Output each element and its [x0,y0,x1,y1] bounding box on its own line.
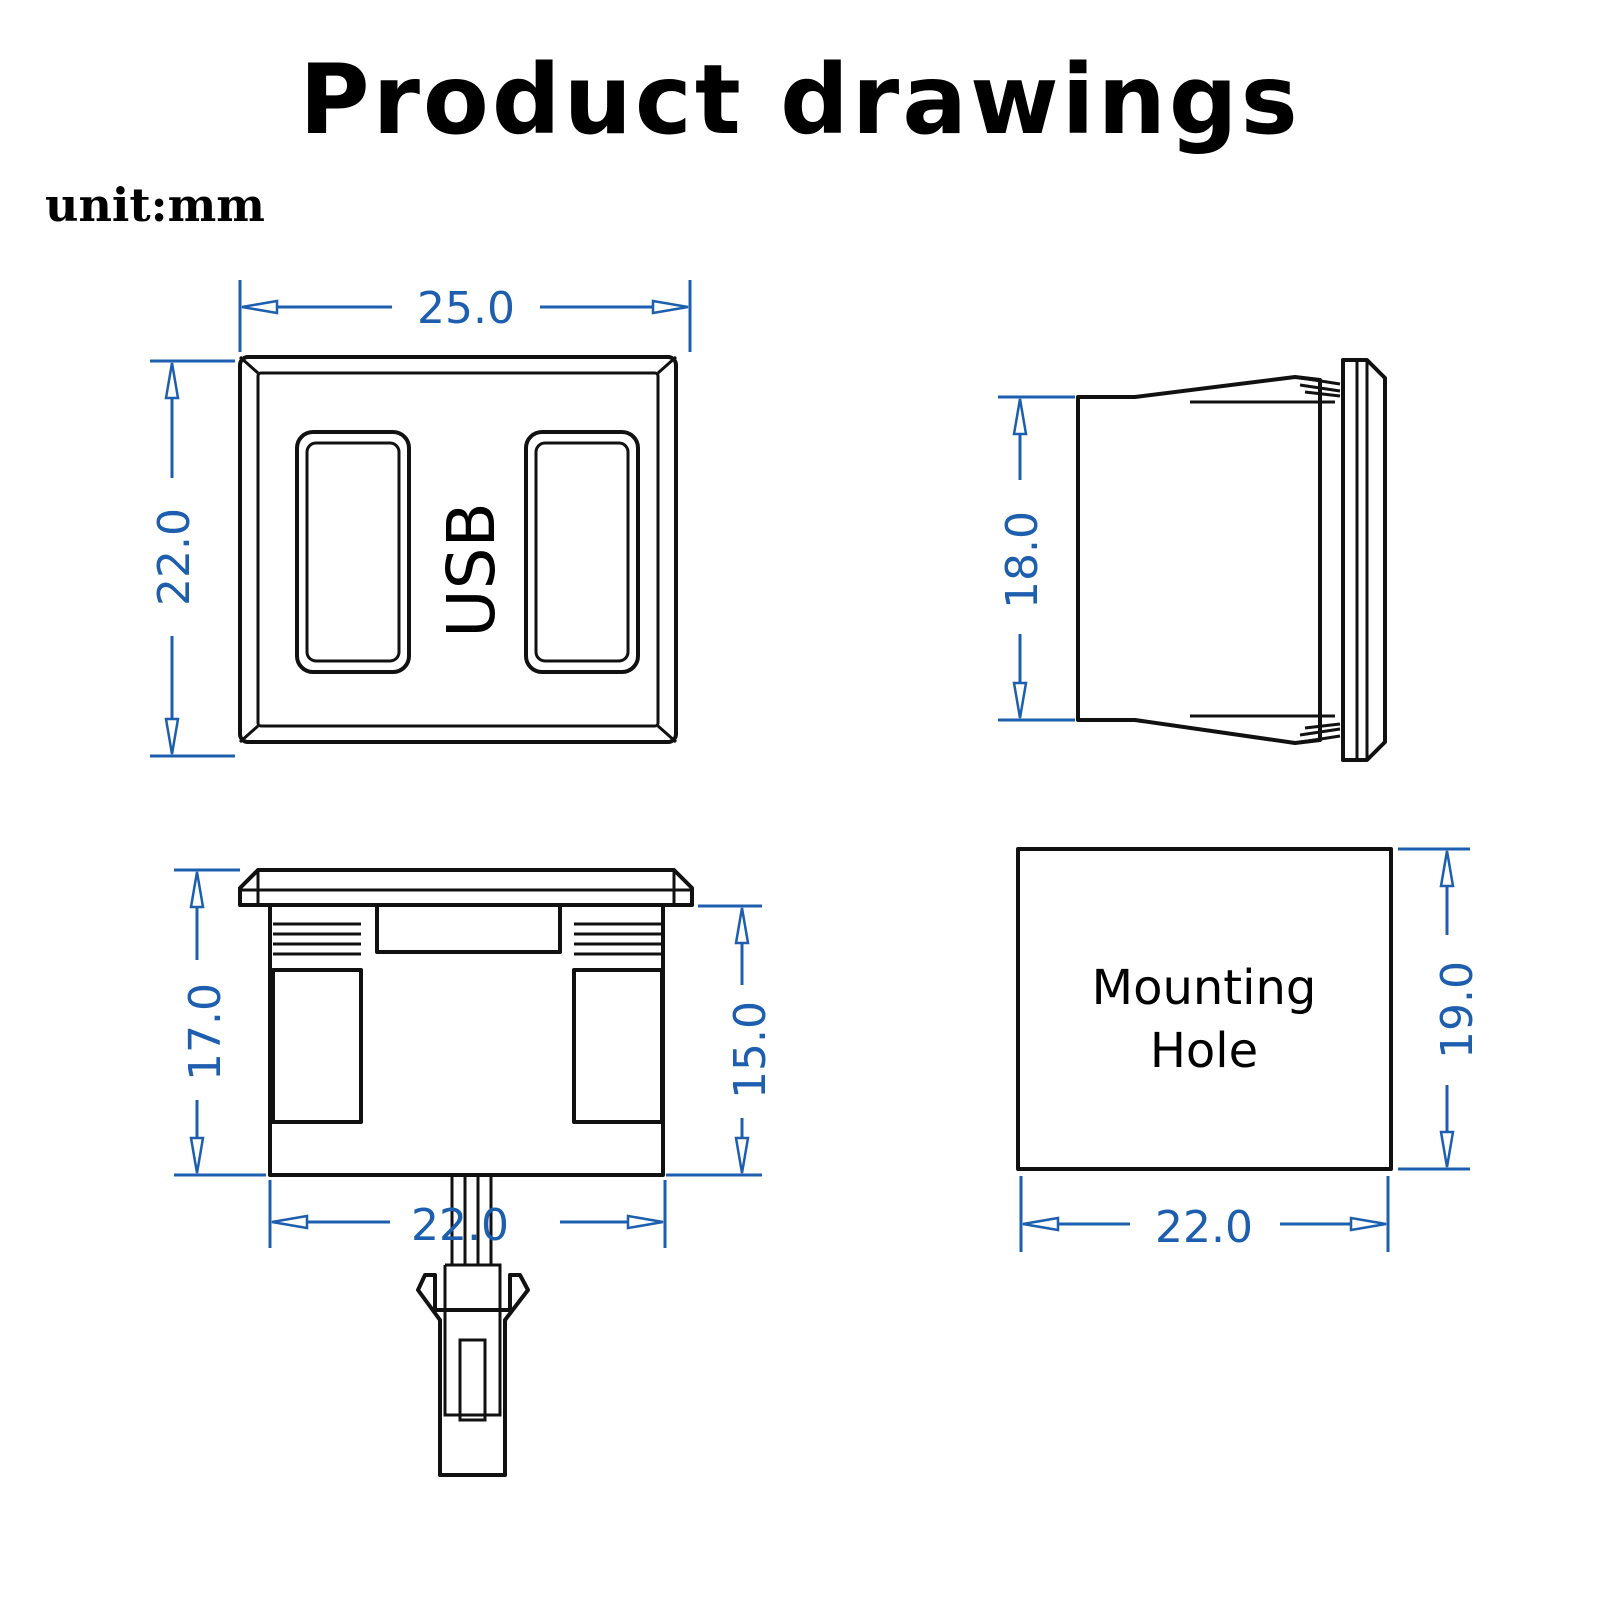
mounting-hole-width-dimension: 22.0 [1155,1202,1253,1253]
usb-port-right [524,430,640,674]
side-view: 18.0 [997,358,1387,762]
bottom-top-slot [375,905,562,954]
mounting-hole-label-line1: Mounting [1092,960,1317,1016]
front-width-dimension: 25.0 [417,283,515,334]
side-body [1076,375,1322,745]
connector-housing [416,1273,530,1477]
front-outer-frame [238,355,678,744]
side-height-dimension: 18.0 [997,511,1048,609]
front-view: USB 25.0 22.0 [149,280,692,758]
bottom-view: 17.0 15.0 22.0 [174,868,776,1477]
unit-label: unit:mm [45,178,265,232]
front-height-dimension: 22.0 [149,508,200,606]
bottom-latch-right [572,968,664,1124]
mounting-hole-height-dimension: 19.0 [1432,961,1483,1059]
mounting-hole-view: Mounting Hole 19.0 22.0 [1016,847,1483,1253]
connector-body [443,1308,502,1417]
bottom-flange [238,868,694,907]
bottom-right-height-dimension: 15.0 [725,1001,776,1099]
usb-port-text: USB [433,502,510,637]
mounting-hole-outline [1016,847,1393,1171]
usb-port-left [295,430,411,674]
bottom-width-dimension: 22.0 [411,1200,509,1251]
bottom-latch-left [271,968,363,1124]
side-flange [1341,358,1387,762]
mounting-hole-label-line2: Hole [1150,1023,1258,1079]
bottom-left-height-dimension: 17.0 [180,983,231,1081]
page-title: Product drawings [299,44,1301,156]
front-inner-frame [256,371,660,728]
